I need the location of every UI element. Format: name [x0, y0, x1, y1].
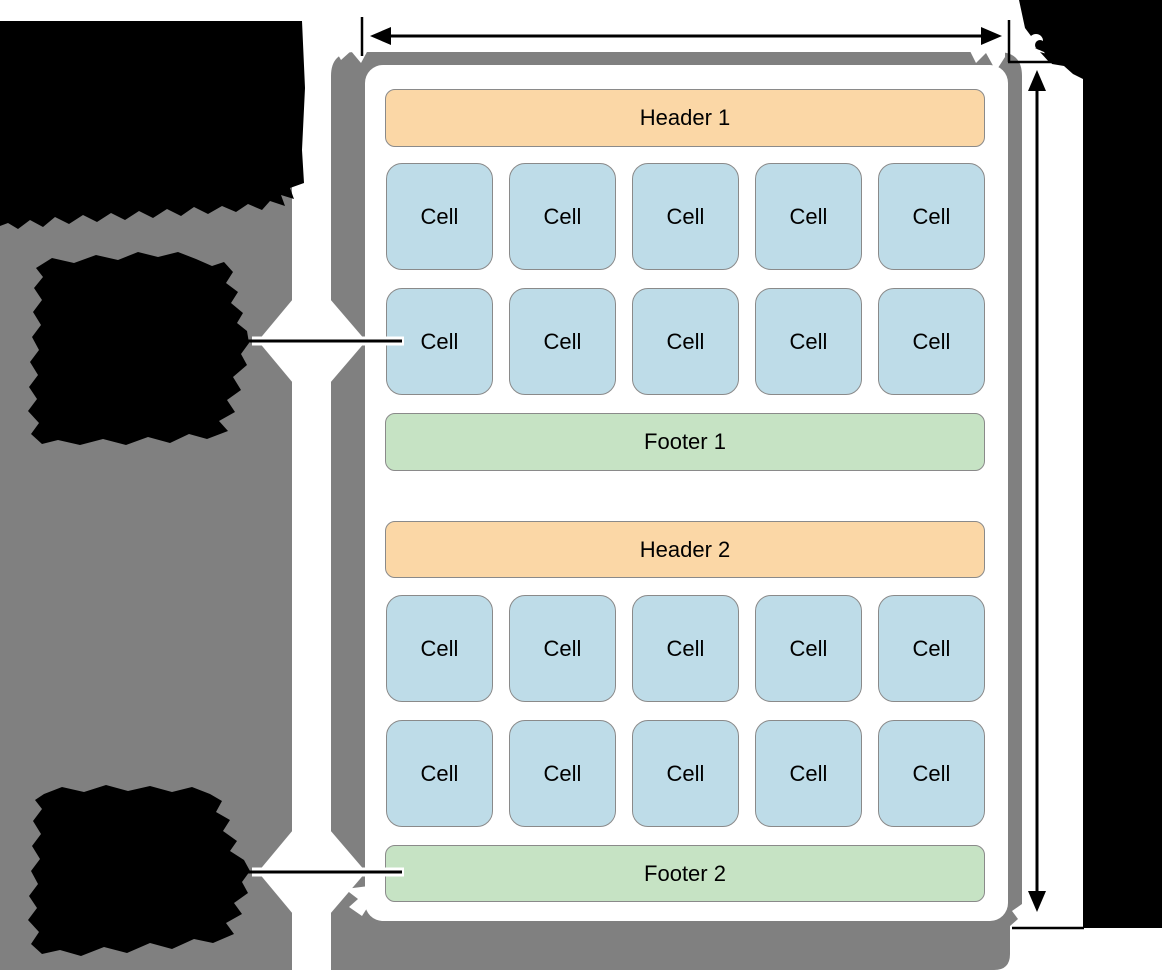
cell: Cell	[878, 595, 985, 702]
break-notch-top-left	[333, 43, 368, 63]
cell: Cell	[632, 595, 739, 702]
cell: Cell	[878, 288, 985, 395]
section1-header: Header 1	[385, 89, 985, 147]
cell: Cell	[878, 720, 985, 827]
cell: Cell	[509, 595, 616, 702]
section2-header: Header 2	[385, 521, 985, 578]
cell: Cell	[632, 720, 739, 827]
collection-view-panel: Header 1 Cell Cell Cell Cell Cell Cell C…	[365, 65, 1008, 921]
cell: Cell	[878, 163, 985, 270]
cell: Cell	[755, 720, 862, 827]
cell: Cell	[386, 288, 493, 395]
cell: Cell	[755, 163, 862, 270]
break-notch-bottom-left	[345, 886, 369, 916]
cell: Cell	[509, 720, 616, 827]
break-notch-top-right	[966, 43, 1005, 71]
cell: Cell	[386, 163, 493, 270]
content-backdrop-left	[0, 52, 292, 970]
cell: Cell	[509, 288, 616, 395]
cell: Cell	[632, 288, 739, 395]
cell: Cell	[509, 163, 616, 270]
section2-footer: Footer 2	[385, 845, 985, 902]
cell: Cell	[386, 720, 493, 827]
cell: Cell	[386, 595, 493, 702]
section1-footer: Footer 1	[385, 413, 985, 471]
cell: Cell	[755, 595, 862, 702]
cell: Cell	[755, 288, 862, 395]
cell: Cell	[632, 163, 739, 270]
